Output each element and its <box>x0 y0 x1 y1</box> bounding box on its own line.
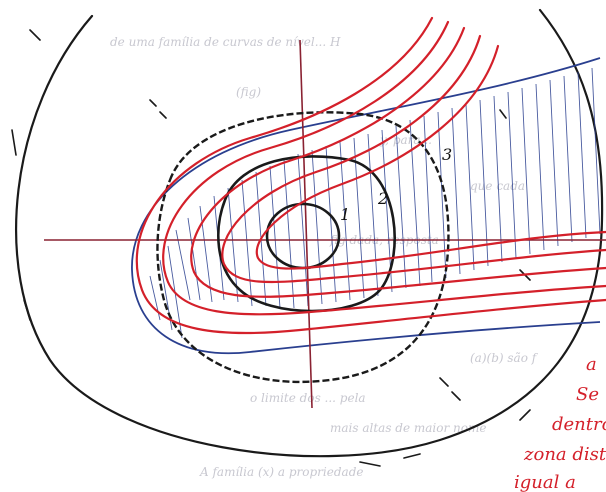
red-note-line-4: igual a <box>514 472 576 492</box>
faint-line-1: de uma família de curvas de nível... H <box>110 35 341 49</box>
faint-line-4: que cada <box>470 179 525 193</box>
faint-line-8: mais altas de maior nome <box>330 421 486 435</box>
red-note-mark: a <box>586 354 597 375</box>
red-note-line-2: dentro <box>552 414 606 435</box>
level-label-2: 2 <box>377 189 388 208</box>
faint-line-6: (a)(b) são f <box>470 351 539 365</box>
faint-line-9: A família (x) a propriedade <box>199 465 363 479</box>
faint-line-7: o limite dos ... pela <box>250 391 366 405</box>
red-note-line-3: zona dist <box>523 444 606 465</box>
red-nested-curves <box>137 18 606 333</box>
level-label-3: 3 <box>442 145 452 164</box>
red-note: a Se dentro zona dist igual a <box>514 354 606 492</box>
faint-background-text: de uma família de curvas de nível... H (… <box>110 35 539 479</box>
faint-line-2: (fig) <box>236 85 261 99</box>
red-note-line-1: Se <box>576 384 599 405</box>
y-axis <box>300 40 312 408</box>
outer-boundary-curve <box>16 10 602 456</box>
level-label-1: 1 <box>340 205 350 224</box>
